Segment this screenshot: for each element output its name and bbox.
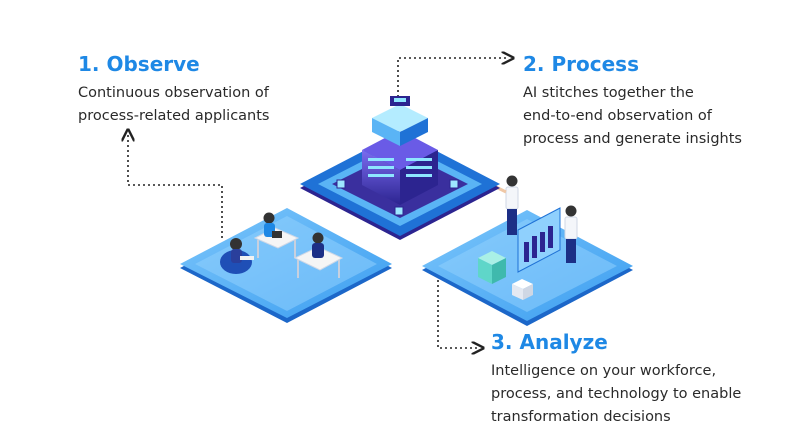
step-observe-line: process-related applicants [78, 105, 270, 128]
step-process-line: end-to-end observation of [523, 105, 742, 128]
step-analyze-line: transformation decisions [491, 406, 741, 429]
step-observe-description: Continuous observation of process-relate… [78, 82, 270, 128]
step-process: 2. Process AI stitches together the end-… [523, 52, 742, 151]
step-process-line: AI stitches together the [523, 82, 742, 105]
step-observe-line: Continuous observation of [78, 82, 270, 105]
step-analyze-title: 3. Analyze [491, 330, 741, 354]
step-analyze-line: process, and technology to enable [491, 383, 741, 406]
step-analyze: 3. Analyze Intelligence on your workforc… [491, 330, 741, 429]
process-connector-arrow [398, 58, 508, 112]
step-process-description: AI stitches together the end-to-end obse… [523, 82, 742, 151]
step-process-line: process and generate insights [523, 128, 742, 151]
step-process-title: 2. Process [523, 52, 742, 76]
step-observe-title: 1. Observe [78, 52, 270, 76]
step-analyze-line: Intelligence on your workforce, [491, 360, 741, 383]
observe-connector-arrow [128, 135, 222, 238]
process-server-platform [300, 96, 500, 240]
step-analyze-description: Intelligence on your workforce, process,… [491, 360, 741, 429]
observe-platform [180, 208, 392, 323]
step-observe: 1. Observe Continuous observation of pro… [78, 52, 270, 128]
